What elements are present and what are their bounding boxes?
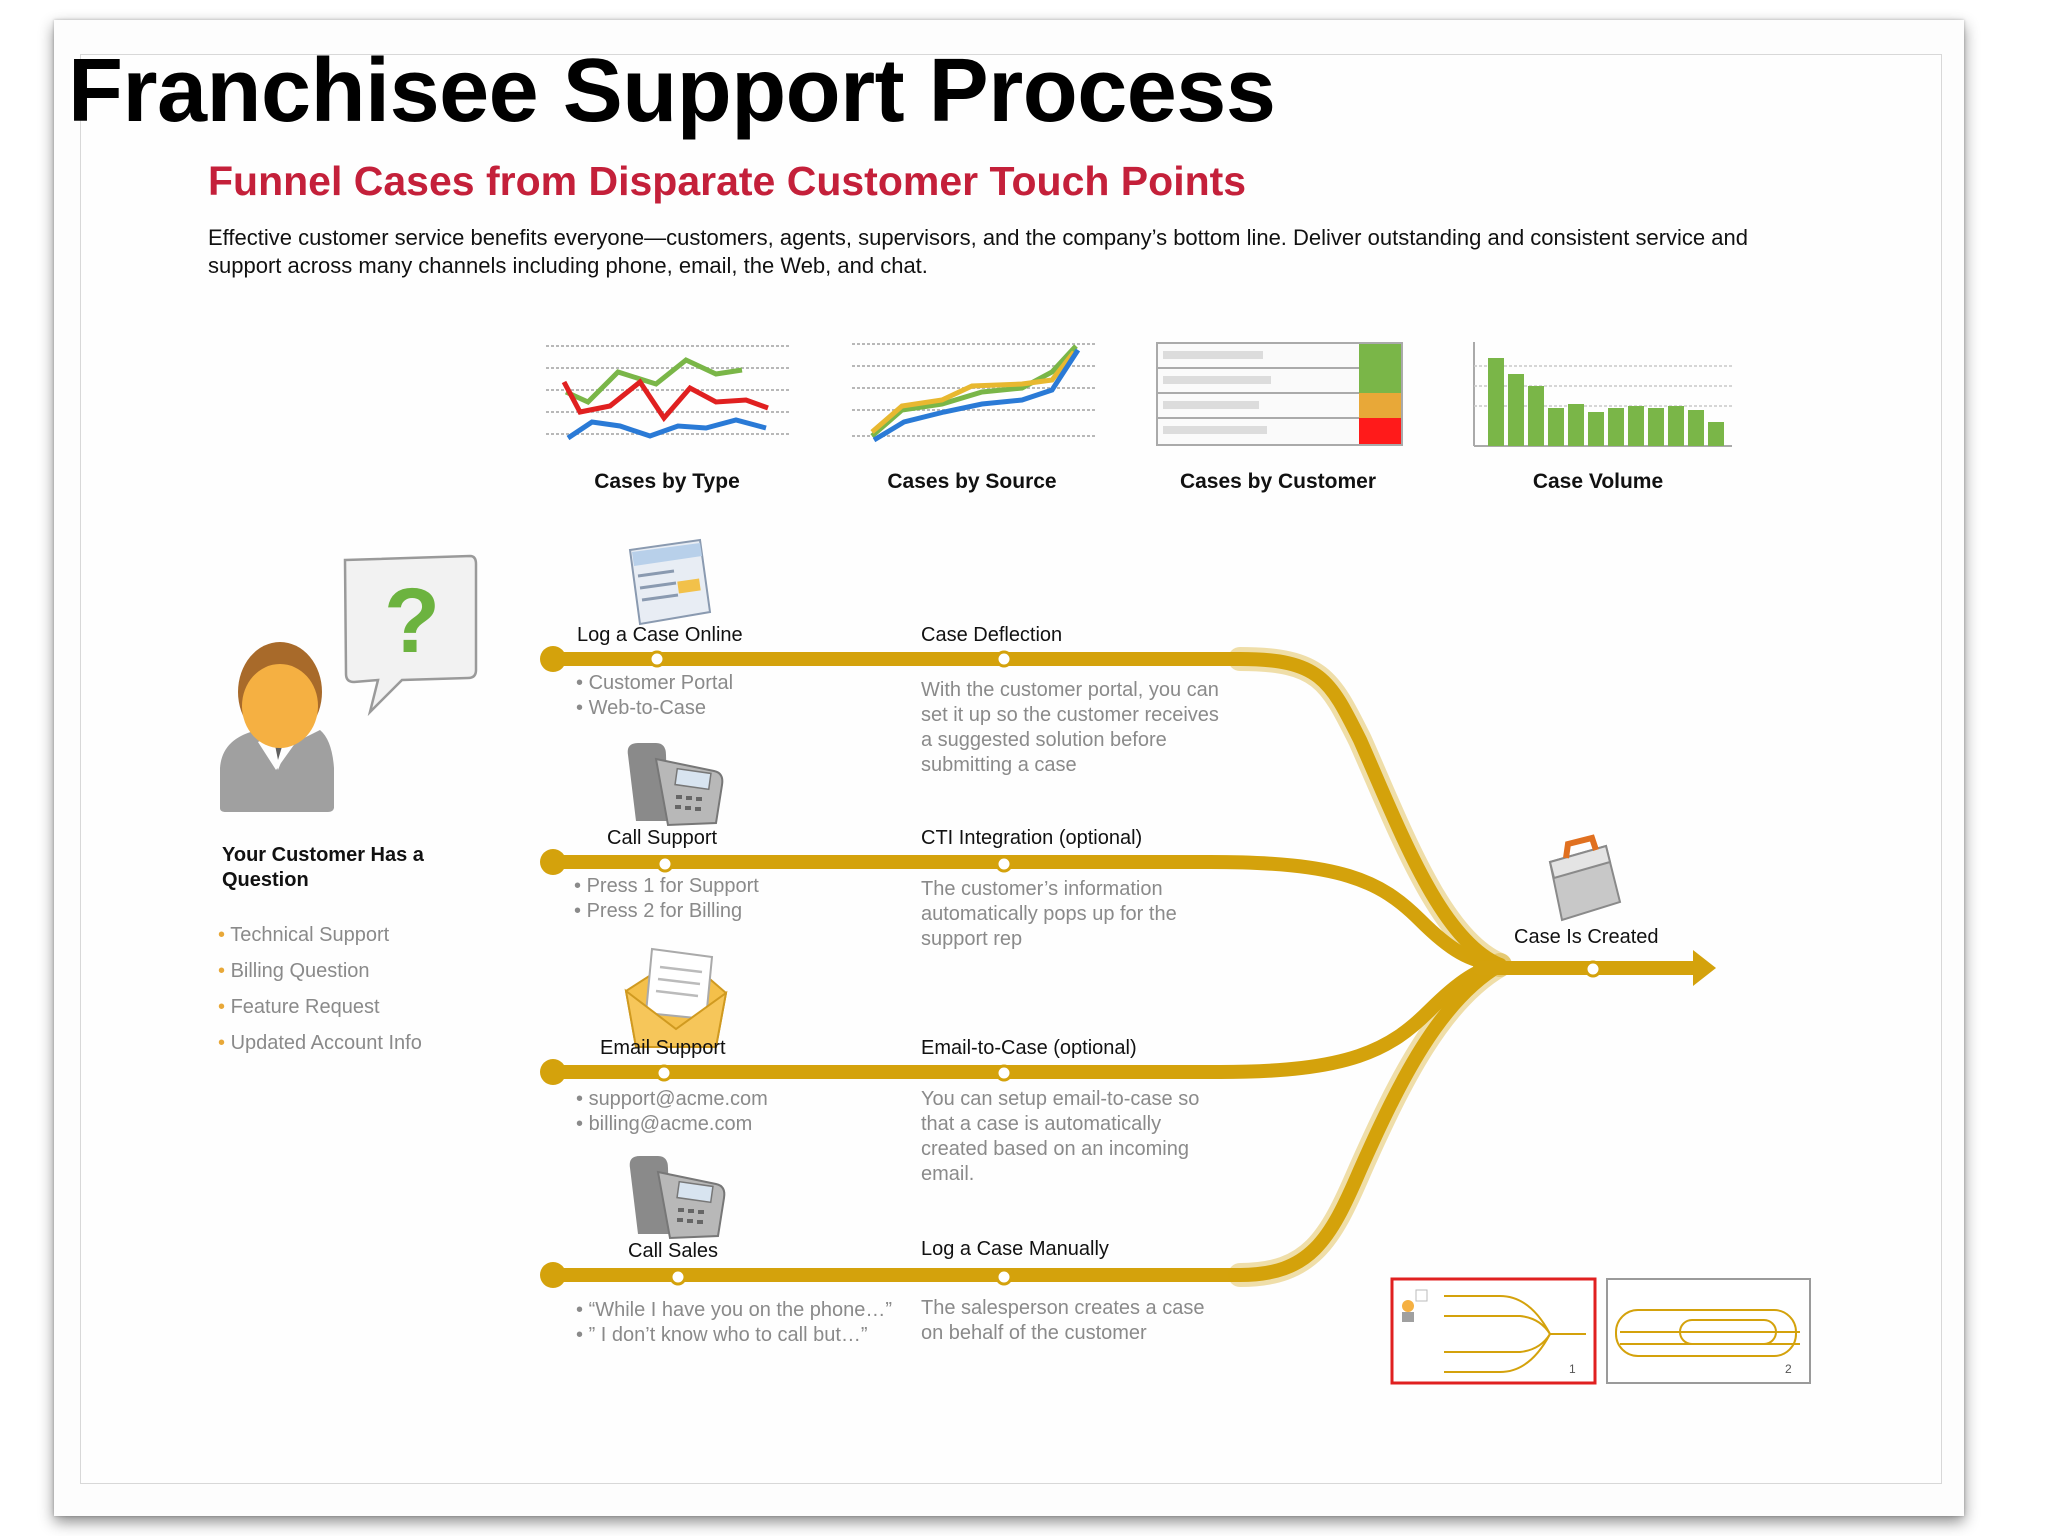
channel-bullets-call-support: Press 1 for Support Press 2 for Billing — [574, 874, 759, 924]
feature-description-cti: The customer’s information automatically… — [921, 878, 1177, 950]
toolbox-icon — [1548, 834, 1622, 922]
bar-chart-icon — [1473, 342, 1732, 447]
track-online — [546, 652, 1507, 972]
chart-label-cases-by-source: Cases by Source — [887, 470, 1057, 493]
channel-bullets-online: Customer Portal Web-to-Case — [576, 671, 734, 721]
track-call-support — [546, 855, 1507, 972]
list-item: Press 2 for Billing — [574, 899, 759, 924]
outcome-arrowhead — [1693, 950, 1716, 986]
line-chart-icon — [546, 345, 791, 441]
channel-bullets-email-support: support@acme.com billing@acme.com — [576, 1087, 768, 1137]
page-title: Franchisee Support Process — [68, 41, 1276, 141]
chart-label-cases-by-type: Cases by Type — [594, 470, 740, 493]
feature-description-case-deflection: With the customer portal, you can set it… — [921, 679, 1219, 776]
thumbnail-2[interactable] — [1606, 1278, 1811, 1384]
thumbnail-1[interactable] — [1390, 1277, 1597, 1385]
channel-bullets-call-sales: “While I have you on the phone…” ” I don… — [576, 1298, 893, 1348]
web-form-icon — [628, 538, 712, 626]
slide-frame — [80, 54, 1942, 1484]
intro-paragraph: Effective customer service benefits ever… — [208, 225, 1748, 278]
outcome-label: Case Is Created — [1514, 926, 1659, 948]
channel-label-call-sales: Call Sales — [628, 1240, 719, 1262]
person-question-icon: ? — [220, 554, 478, 812]
track-email — [546, 958, 1507, 1079]
rising-line-chart-icon — [852, 343, 1097, 443]
feature-description-email-to-case: You can setup email-to-case so that a ca… — [921, 1088, 1200, 1185]
customer-question-list: Technical Support Billing Question Featu… — [218, 917, 422, 1061]
track-call-sales — [546, 958, 1507, 1282]
list-item: Press 1 for Support — [574, 874, 759, 899]
feature-label-email-to-case: Email-to-Case (optional) — [921, 1037, 1137, 1059]
list-item: Technical Support — [218, 917, 422, 953]
feature-label-case-deflection: Case Deflection — [921, 624, 1063, 646]
chart-label-cases-by-customer: Cases by Customer — [1179, 470, 1377, 493]
list-item: Feature Request — [218, 989, 422, 1025]
email-icon — [624, 947, 728, 1048]
feature-label-cti: CTI Integration (optional) — [921, 827, 1143, 849]
phone-icon — [629, 1156, 726, 1240]
slide-sheet — [54, 20, 1964, 1516]
phone-icon — [627, 743, 724, 827]
list-item: “While I have you on the phone…” — [576, 1298, 893, 1323]
thumbnail-2-number: 2 — [1785, 1362, 1792, 1376]
thumbnail-1-number: 1 — [1569, 1362, 1576, 1376]
list-item: support@acme.com — [576, 1087, 768, 1112]
channel-label-online: Log a Case Online — [577, 624, 743, 646]
list-item: Billing Question — [218, 953, 422, 989]
list-item: Web-to-Case — [576, 696, 733, 721]
chart-label-case-volume: Case Volume — [1532, 470, 1664, 493]
table-heat-icon — [1156, 342, 1403, 446]
page-subtitle: Funnel Cases from Disparate Customer Tou… — [208, 158, 1247, 204]
feature-label-log-case-manually: Log a Case Manually — [921, 1238, 1109, 1260]
channel-label-call-support: Call Support — [607, 827, 718, 849]
list-item: billing@acme.com — [576, 1112, 768, 1137]
channel-label-email-support: Email Support — [600, 1037, 726, 1059]
list-item: ” I don’t know who to call but…” — [576, 1323, 892, 1348]
svg-text:?: ? — [384, 570, 440, 672]
list-item: Customer Portal — [576, 671, 734, 696]
list-item: Updated Account Info — [218, 1025, 422, 1061]
feature-description-log-case-manually: The salesperson creates a case on behalf… — [921, 1297, 1205, 1344]
customer-title: Your Customer Has a Question — [222, 844, 424, 891]
